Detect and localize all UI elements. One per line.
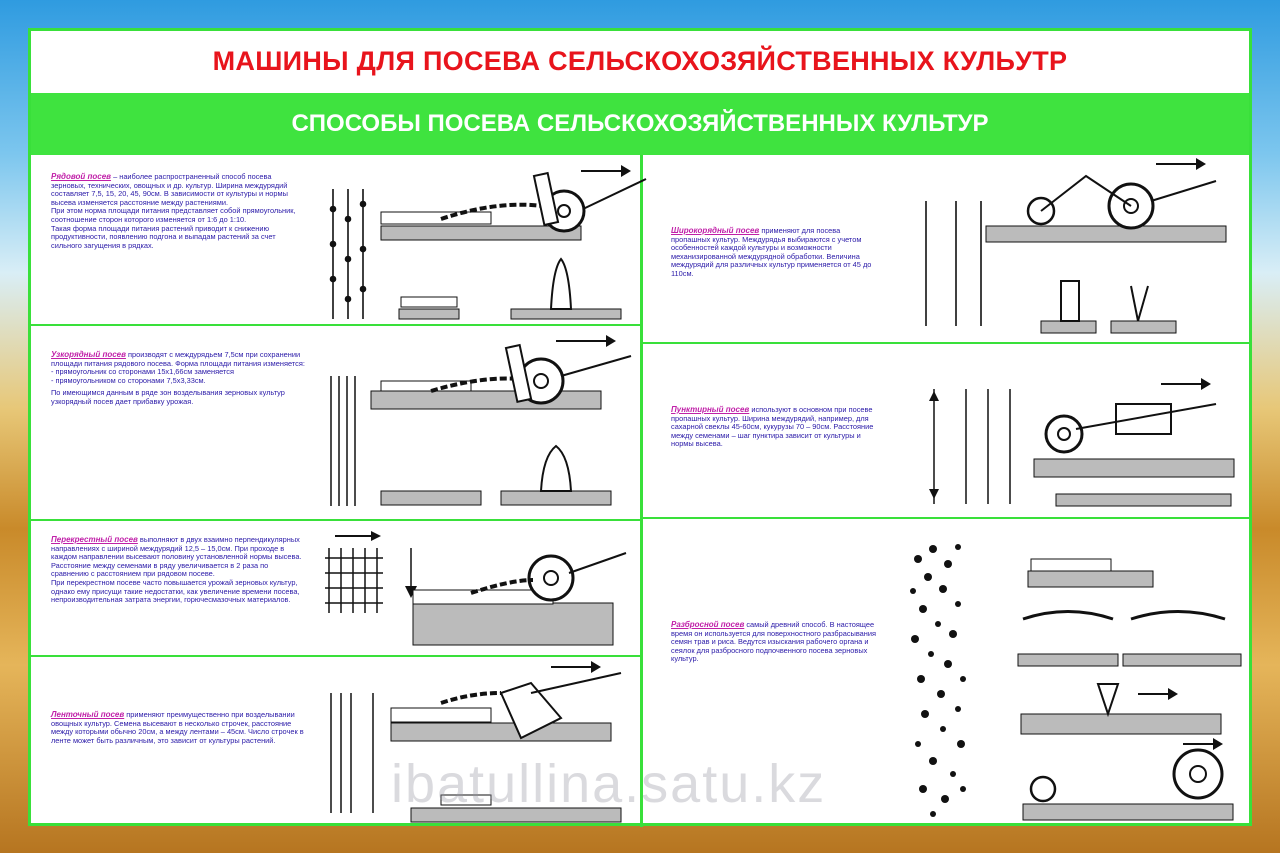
poster-title: МАШИНЫ ДЛЯ ПОСЕВА СЕЛЬСКОХОЗЯЙСТВЕННЫХ К… [212,45,1068,76]
row-sowing-term: Рядовой посев [51,172,112,181]
watermark: ibatullina.satu.kz [391,754,827,814]
poster-subtitle: СПОСОБЫ ПОСЕВА СЕЛЬСКОХОЗЯЙСТВЕННЫХ КУЛЬ… [31,93,1249,155]
wide-sowing-term: Широкорядный посев [671,226,760,235]
poster-board: МАШИНЫ ДЛЯ ПОСЕВА СЕЛЬСКОХОЗЯЙСТВЕННЫХ К… [28,28,1252,827]
dotted-sowing-text: Пунктирный посев используют в основном п… [671,405,874,449]
narrow-sowing-text: Узкорядный посев производят с междурядье… [51,350,305,406]
row-sowing-figure [329,165,647,320]
broadcast-sowing-text: Разбросной посев самый древний способ. В… [671,620,876,664]
band-sowing-term: Ленточный посев [51,710,125,719]
broadcast-sowing-figure [910,544,1242,821]
cross-sowing-figure [325,531,627,646]
narrow-sowing-figure [330,335,632,506]
row-sowing-text: Рядовой посев – наиболее распространенны… [51,172,296,250]
wide-sowing-text: Широкорядный посев применяют для посева … [671,226,872,278]
narrow-sowing-term: Узкорядный посев [51,350,126,359]
left-divider-1 [31,324,641,326]
center-divider [640,155,643,827]
wide-sowing-figure [925,158,1227,334]
dotted-sowing-term: Пунктирный посев [671,405,750,414]
band-sowing-figure [330,661,622,823]
cross-sowing-text: Перекрестный посев выполняют в двух взаи… [51,535,302,605]
left-divider-3 [31,655,641,657]
band-sowing-text: Ленточный посев применяют преимущественн… [51,710,304,745]
right-divider-1 [641,342,1252,344]
dotted-sowing-figure [929,378,1235,507]
left-divider-2 [31,519,641,521]
broadcast-sowing-term: Разбросной посев [671,620,745,629]
right-divider-2 [641,517,1252,519]
cross-sowing-term: Перекрестный посев [51,535,138,544]
